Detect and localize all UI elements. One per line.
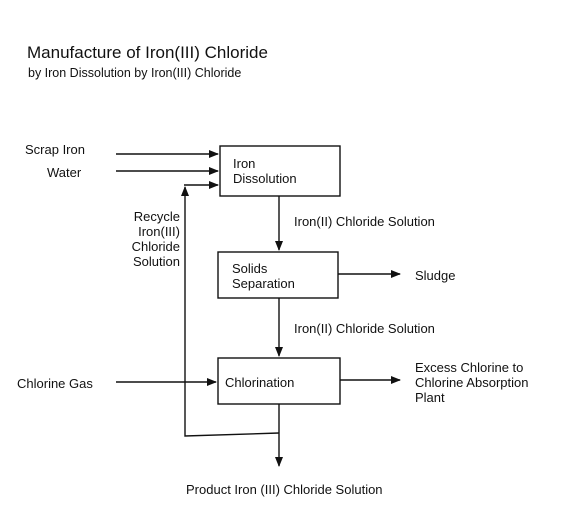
recycle-loop-arrow <box>181 186 280 437</box>
diagram-title: Manufacture of Iron(III) Chloride <box>27 43 268 62</box>
iron2-solution-label-1: Iron(II) Chloride Solution <box>294 214 435 229</box>
product-label: Product Iron (III) Chloride Solution <box>186 482 383 497</box>
water-label: Water <box>47 165 82 180</box>
iron2-solution-label-2: Iron(II) Chloride Solution <box>294 321 435 336</box>
recycle-label: Recycle Iron(III) Chloride Solution <box>131 209 180 269</box>
excess-chlorine-label: Excess Chlorine to Chlorine Absorption P… <box>415 360 529 405</box>
solids-separation-label: Solids Separation <box>232 261 295 291</box>
diagram-subtitle: by Iron Dissolution by Iron(III) Chlorid… <box>28 66 242 80</box>
scrap-iron-label: Scrap Iron <box>25 142 85 157</box>
chlorination-label: Chlorination <box>225 375 295 390</box>
iron-dissolution-label: Iron Dissolution <box>233 156 297 186</box>
iron-dissolution-box <box>219 145 341 197</box>
sludge-label: Sludge <box>415 268 456 283</box>
chlorine-gas-label: Chlorine Gas <box>17 376 93 391</box>
solids-separation-box <box>217 251 339 299</box>
